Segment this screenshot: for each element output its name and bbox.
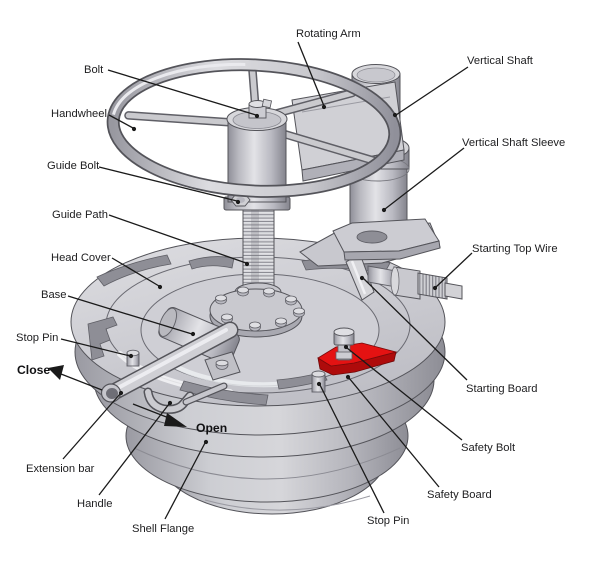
safety-bolt <box>333 327 355 361</box>
label-stop-pin-bottom: Stop Pin <box>367 515 409 527</box>
handwheel-rim <box>106 58 402 198</box>
label-base: Base <box>41 289 67 301</box>
base-socket <box>158 307 240 365</box>
label-starting-board: Starting Board <box>466 383 538 395</box>
leader-lines <box>48 41 473 520</box>
label-close-direction: Close <box>17 363 50 377</box>
safety-board <box>317 342 398 376</box>
labels: Rotating Arm Vertical Shaft Vertical Sha… <box>16 28 565 535</box>
close-direction-arrowhead <box>48 365 64 380</box>
label-safety-bolt: Safety Bolt <box>461 442 516 454</box>
label-head-cover: Head Cover <box>51 252 111 264</box>
sleeve-base-plate <box>332 218 441 261</box>
extension-bar <box>100 321 239 403</box>
label-extension-bar: Extension bar <box>26 463 95 475</box>
label-guide-path: Guide Path <box>52 209 108 221</box>
label-rotating-arm: Rotating Arm <box>296 28 361 40</box>
label-handwheel: Handwheel <box>51 108 107 120</box>
label-vertical-shaft-sleeve: Vertical Shaft Sleeve <box>462 137 565 149</box>
stop-pin-bottom <box>311 370 326 393</box>
label-safety-board: Safety Board <box>427 489 492 501</box>
guide-path-threaded-rod <box>242 203 275 293</box>
label-bolt: Bolt <box>84 64 104 76</box>
label-starting-top-wire: Starting Top Wire <box>472 243 558 255</box>
open-direction-arrowhead <box>164 413 187 427</box>
handle <box>143 382 228 414</box>
starting-top-wire <box>367 265 463 300</box>
label-open-direction: Open <box>196 421 227 435</box>
label-shell-flange: Shell Flange <box>132 523 194 535</box>
flange-bolts <box>215 286 305 332</box>
bar-mount-block <box>204 351 241 381</box>
stop-pin-left <box>126 349 140 367</box>
label-handle: Handle <box>77 498 112 510</box>
label-guide-bolt: Guide Bolt <box>47 160 100 172</box>
label-vertical-shaft: Vertical Shaft <box>467 55 534 67</box>
label-stop-pin-left: Stop Pin <box>16 332 58 344</box>
